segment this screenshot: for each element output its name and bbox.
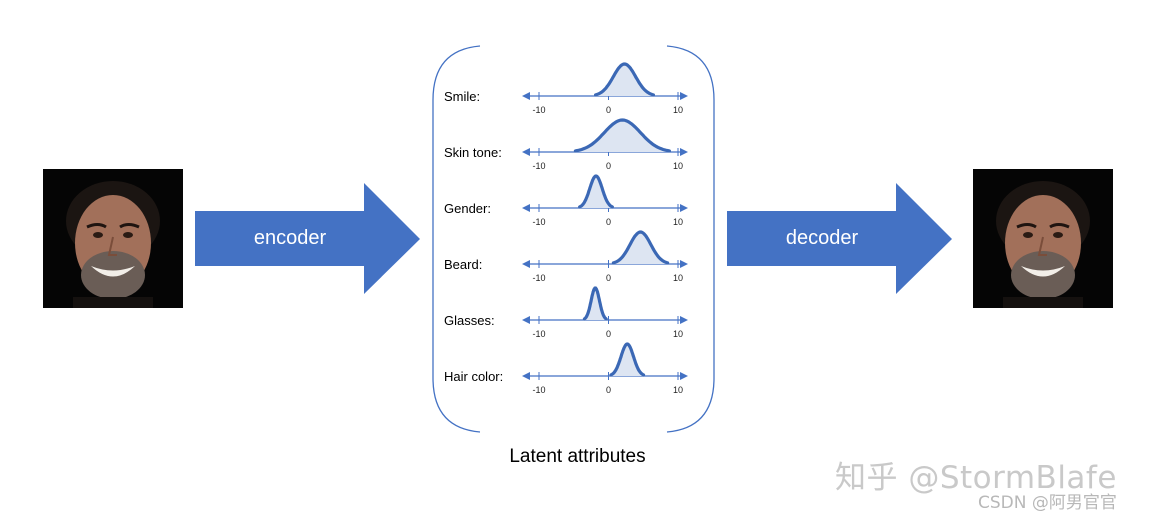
- axis-arrow-right-gender: [680, 204, 688, 212]
- attribute-label-beard: Beard:: [444, 257, 483, 272]
- encoder-label: encoder: [253, 227, 327, 249]
- left-bracket: [432, 45, 481, 433]
- axis-arrow-left-skin-tone: [522, 148, 530, 156]
- tick-label-zero-glasses: 0: [606, 329, 611, 339]
- tick-label-min-gender: -10: [532, 217, 545, 227]
- distribution-curve-beard: [611, 230, 670, 265]
- attribute-label-smile: Smile:: [444, 89, 481, 104]
- axis-arrow-right-skin-tone: [680, 148, 688, 156]
- axis-arrow-right-beard: [680, 260, 688, 268]
- latent-attributes-caption: Latent attributes: [509, 446, 646, 467]
- tick-label-max-skin-tone: 10: [673, 161, 683, 171]
- axis-arrow-left-beard: [522, 260, 530, 268]
- tick-label-min-glasses: -10: [532, 329, 545, 339]
- distribution-curve-glasses: [582, 286, 608, 321]
- decoder-label: decoder: [785, 227, 859, 249]
- csdn-watermark: CSDN @阿男官官: [978, 493, 1117, 513]
- tick-label-zero-hair-color: 0: [606, 385, 611, 395]
- tick-label-zero-beard: 0: [606, 273, 611, 283]
- axis-arrow-left-smile: [522, 92, 530, 100]
- tick-label-max-hair-color: 10: [673, 385, 683, 395]
- encoder-arrow: encoder: [195, 183, 421, 300]
- distribution-fill-skin-tone: [575, 120, 670, 152]
- axis-arrow-right-glasses: [680, 316, 688, 324]
- input-face-image: [43, 169, 183, 308]
- output-face-image: [973, 169, 1113, 308]
- distribution-fill-smile: [595, 64, 654, 96]
- attribute-label-glasses: Glasses:: [444, 313, 495, 328]
- tick-label-max-gender: 10: [673, 217, 683, 227]
- attribute-label-hair-color: Hair color:: [444, 369, 504, 384]
- right-bracket: [666, 45, 715, 433]
- axis-arrow-right-hair-color: [680, 372, 688, 380]
- zhihu-watermark: 知乎 @StormBlafe: [835, 460, 1117, 496]
- attribute-label-gender: Gender:: [444, 201, 491, 216]
- distribution-fill-hair-color: [611, 344, 644, 376]
- tick-label-zero-smile: 0: [606, 105, 611, 115]
- distribution-curve-smile: [594, 62, 655, 97]
- tick-label-min-smile: -10: [532, 105, 545, 115]
- axis-arrow-left-hair-color: [522, 372, 530, 380]
- latent-attributes-panel: -10 0 10 -10 0 10 -10 0 10 -10 0 10 -10 0 10 -10 0 10: [432, 45, 715, 433]
- distribution-curve-gender: [578, 174, 614, 209]
- tick-label-max-beard: 10: [673, 273, 683, 283]
- distribution-fill-gender: [579, 176, 613, 208]
- distribution-curve-hair-color: [609, 342, 646, 377]
- tick-label-max-glasses: 10: [673, 329, 683, 339]
- decoder-arrow: decoder: [727, 183, 953, 300]
- tick-label-min-beard: -10: [532, 273, 545, 283]
- axis-arrow-right-smile: [680, 92, 688, 100]
- tick-label-min-skin-tone: -10: [532, 161, 545, 171]
- tick-label-zero-skin-tone: 0: [606, 161, 611, 171]
- tick-label-zero-gender: 0: [606, 217, 611, 227]
- distribution-curve-skin-tone: [573, 118, 671, 153]
- axis-arrow-left-gender: [522, 204, 530, 212]
- distribution-fill-beard: [613, 232, 668, 264]
- attribute-label-skin-tone: Skin tone:: [444, 145, 502, 160]
- axis-arrow-left-glasses: [522, 316, 530, 324]
- tick-label-min-hair-color: -10: [532, 385, 545, 395]
- tick-label-max-smile: 10: [673, 105, 683, 115]
